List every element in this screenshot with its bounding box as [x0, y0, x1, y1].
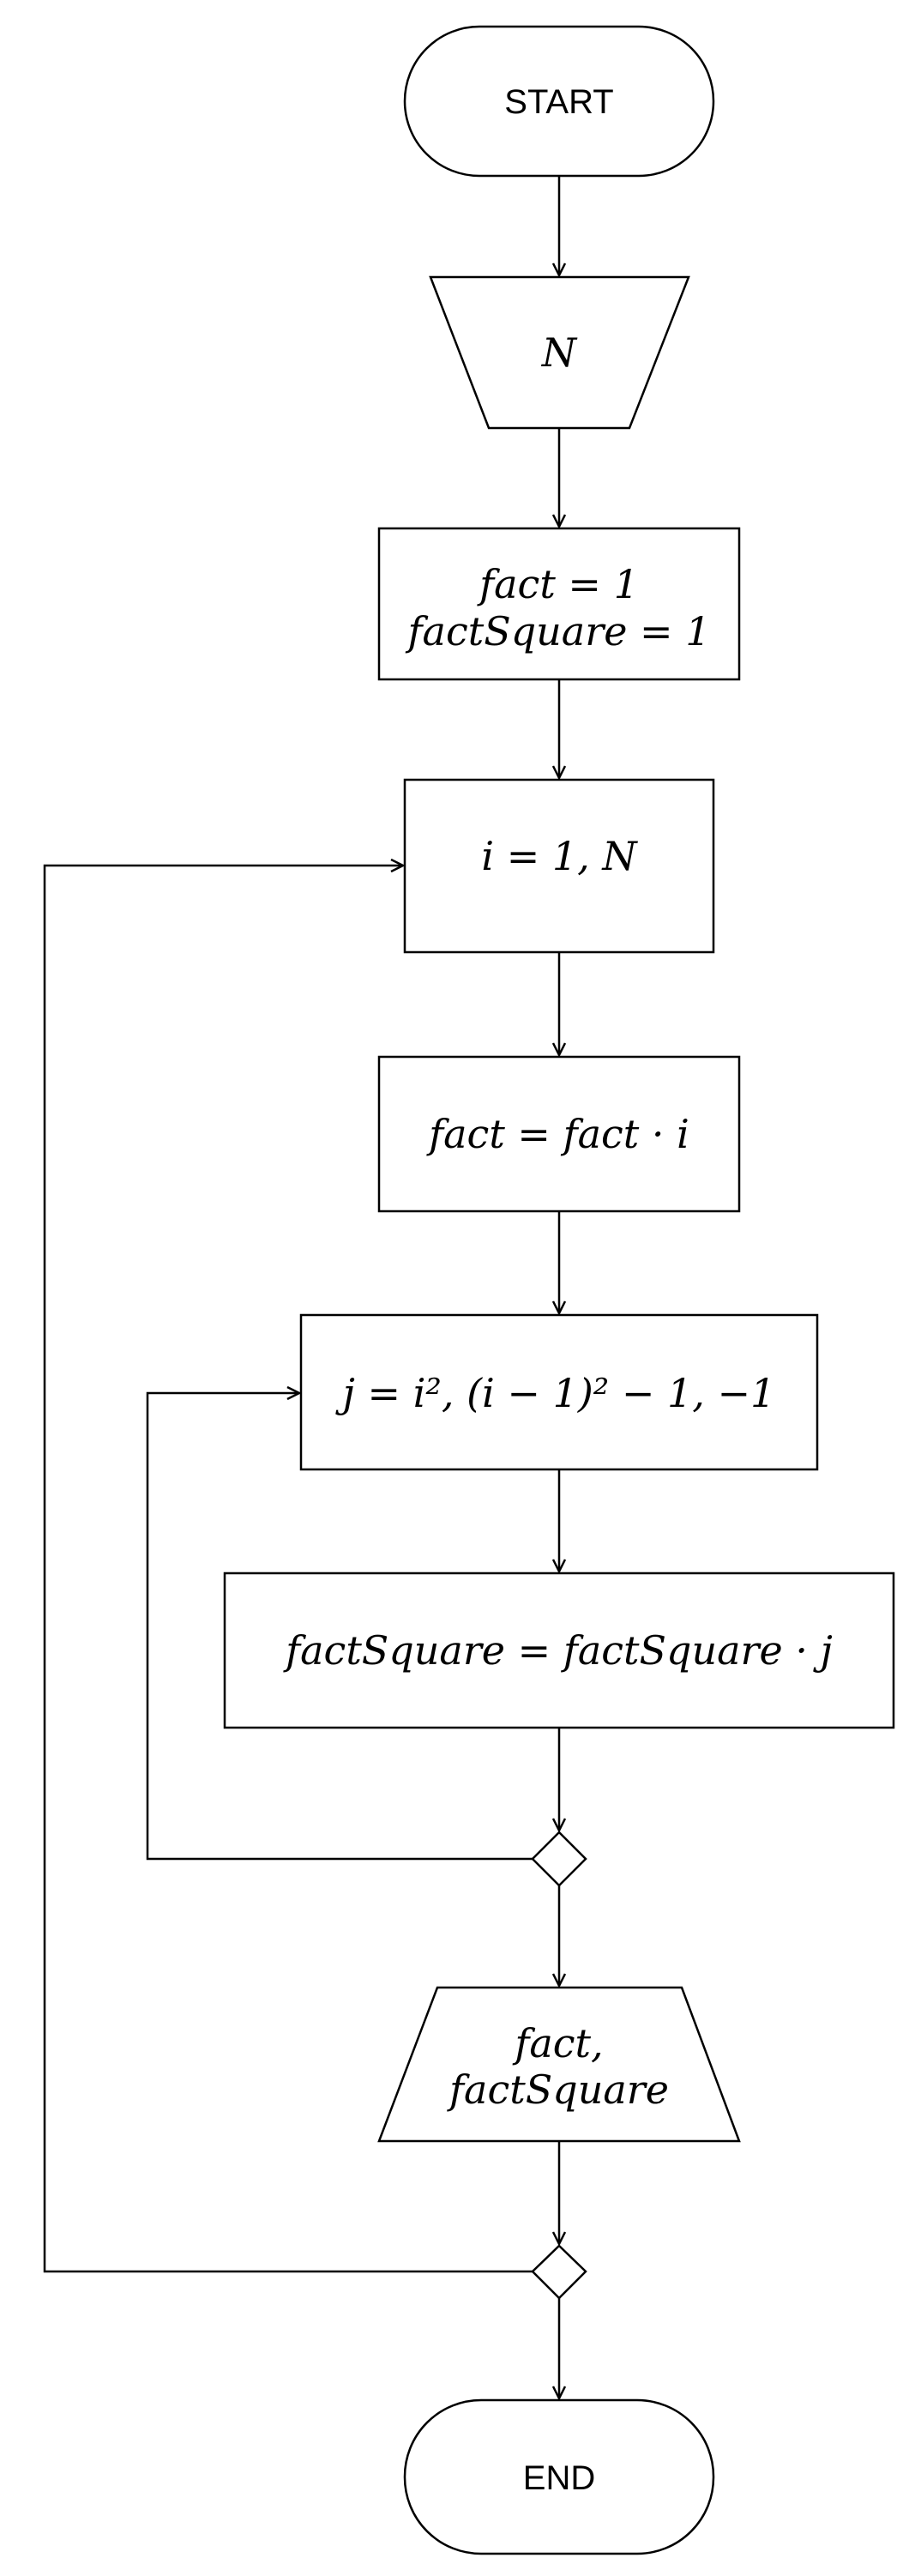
inner-loop-back-arrow: [146, 1393, 533, 1861]
outer-loop-end-diamond: [531, 2244, 587, 2300]
output-line-1: fact,: [512, 2020, 603, 2066]
start-label: START: [504, 83, 613, 121]
square-update-block: factSquare = factSquare · j: [223, 1572, 895, 1729]
fact-update-label: fact = fact · i: [426, 1111, 689, 1157]
inner-loop-block: j = i², (i − 1)² − 1, −1: [299, 1313, 819, 1471]
square-update-label: factSquare = factSquare · j: [283, 1627, 833, 1674]
outer-loop-back-arrow: [43, 866, 533, 2273]
input-label: N: [541, 329, 578, 376]
outer-loop-block: i = 1, N: [403, 778, 715, 954]
fact-update-block: fact = fact · i: [377, 1055, 741, 1213]
input-block: N: [429, 275, 690, 430]
outer-loop-label: i = 1, N: [481, 833, 638, 879]
init-block: fact = 1 factSquare = 1: [377, 527, 741, 681]
output-block: fact, factSquare: [377, 1986, 741, 2143]
output-line-2: factSquare: [447, 2066, 669, 2113]
init-line-1: fact = 1: [477, 561, 639, 607]
init-line-2: factSquare = 1: [406, 608, 711, 655]
start-terminator: START: [403, 25, 715, 178]
inner-loop-label: j = i², (i − 1)² − 1, −1: [335, 1370, 776, 1416]
end-label: END: [523, 2459, 595, 2497]
end-terminator: END: [403, 2398, 715, 2555]
inner-loop-end-diamond: [531, 1831, 587, 1887]
